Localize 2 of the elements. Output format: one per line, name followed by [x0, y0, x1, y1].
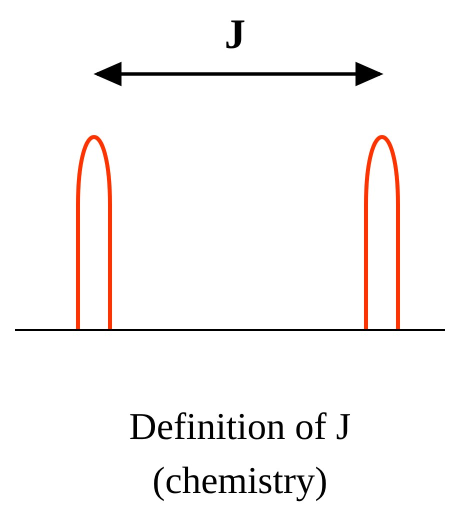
coupling-label: J: [224, 12, 246, 58]
caption: Definition of J (chemistry): [128, 405, 352, 504]
